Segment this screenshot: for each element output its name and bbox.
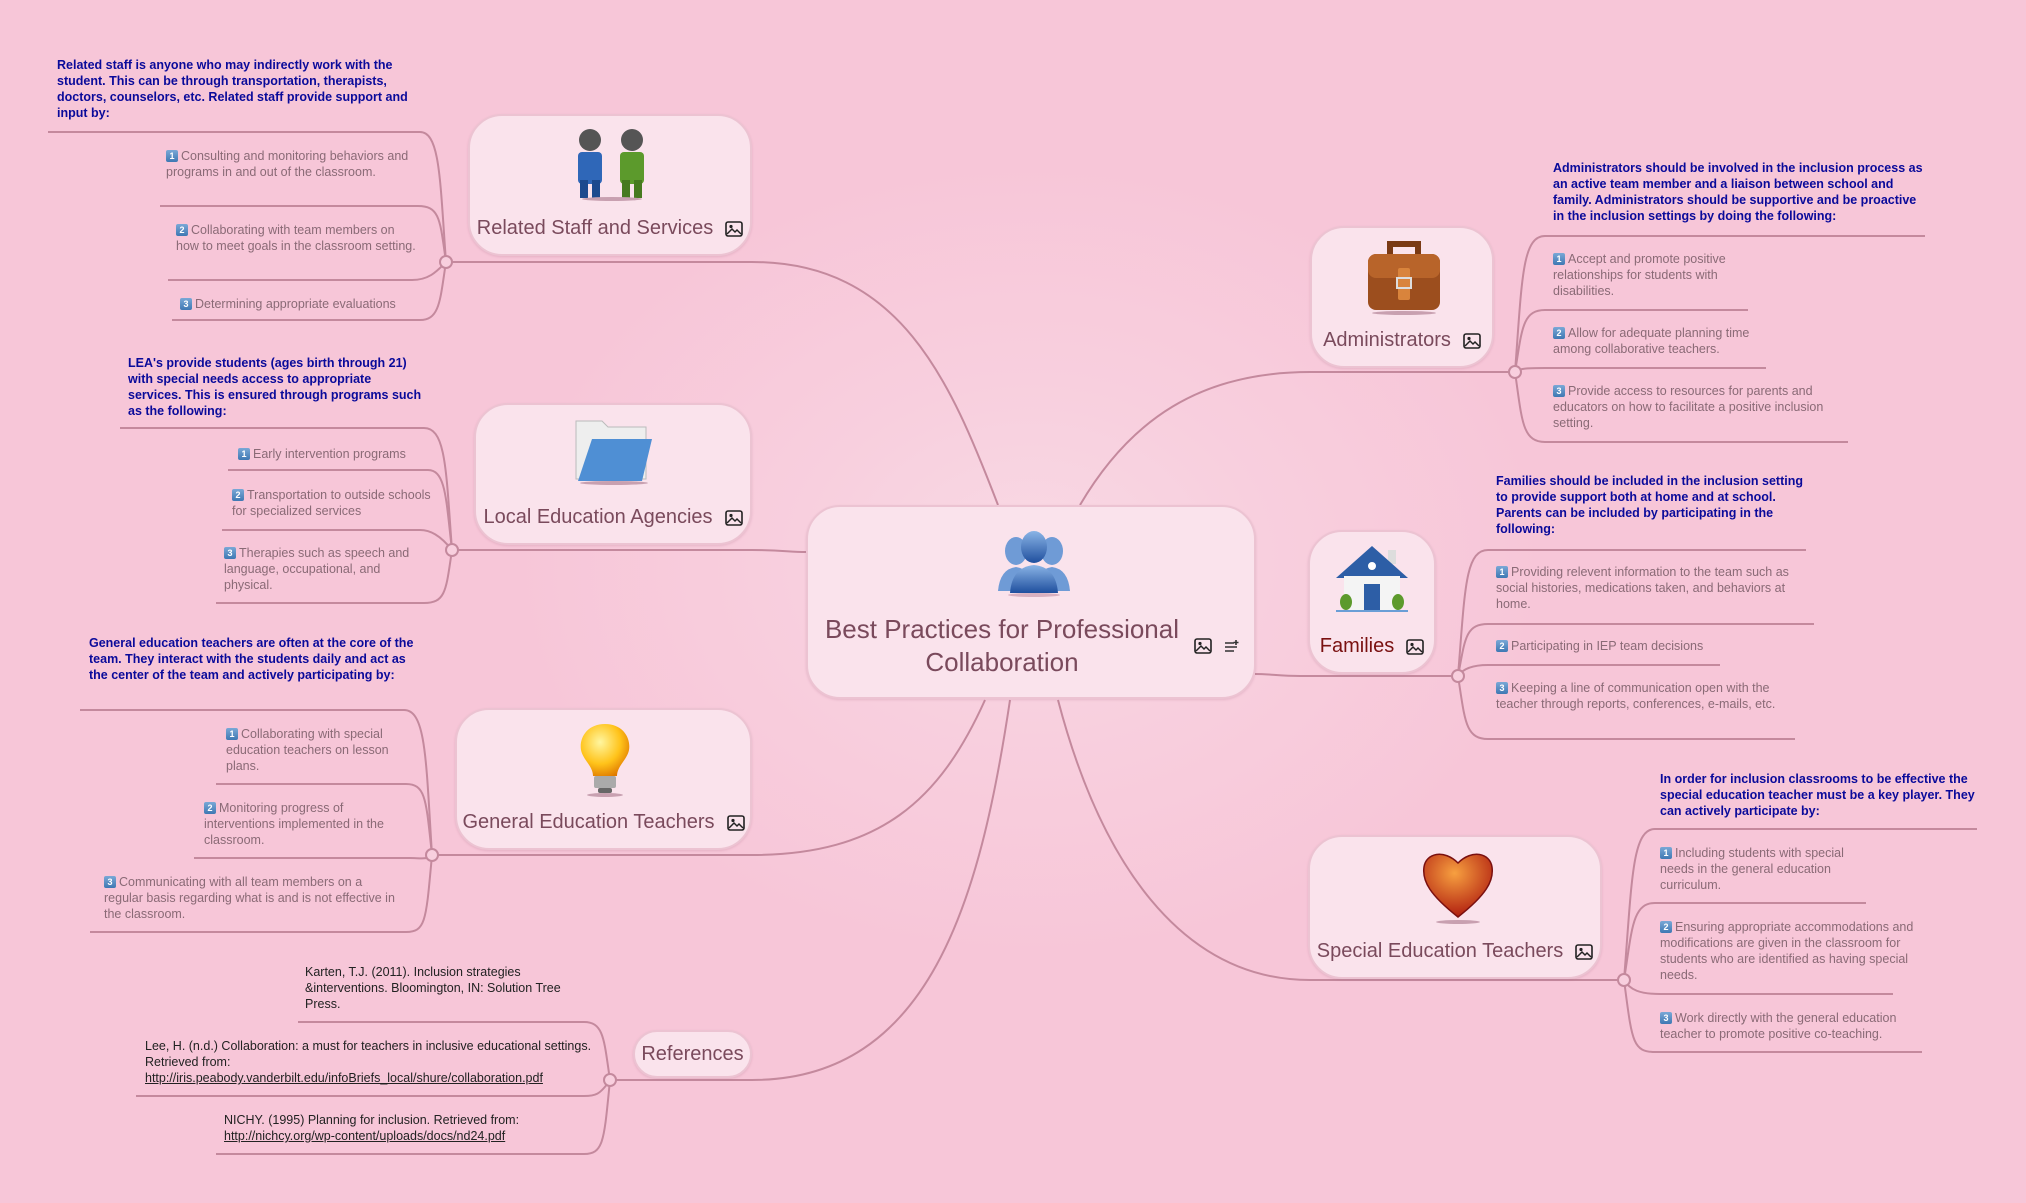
- topic-title: Families: [1319, 635, 1395, 657]
- connector-admin: [1079, 371, 1311, 506]
- folder-icon: [575, 420, 652, 485]
- heart-icon: [1422, 853, 1494, 924]
- topic-title: Related Staff and Services: [476, 217, 714, 239]
- briefcase-icon: [1368, 241, 1440, 315]
- image-icon[interactable]: [1194, 638, 1212, 654]
- related-description: Related staff is anyone who may indirect…: [57, 58, 408, 120]
- connector-related: [751, 261, 999, 506]
- special-description: In order for inclusion classrooms to be …: [1660, 772, 1975, 818]
- families-description: Families should be included in the inclu…: [1496, 474, 1803, 536]
- reference-item: Karten, T.J. (2011). Inclusion strategie…: [305, 965, 561, 1011]
- connector-references: [751, 699, 1011, 1081]
- reference-item: Lee, H. (n.d.) Collaboration: a must for…: [145, 1039, 592, 1085]
- image-icon[interactable]: [1575, 943, 1594, 960]
- topic-title: General Education Teachers: [462, 811, 715, 833]
- hub-admin: [1508, 365, 1522, 379]
- connector-lea: [751, 549, 807, 553]
- connector-general: [751, 699, 986, 856]
- lightbulb-icon: [580, 724, 630, 797]
- topic-families[interactable]: Families: [1308, 530, 1436, 674]
- image-icon[interactable]: [1406, 638, 1425, 655]
- image-icon[interactable]: [726, 814, 745, 831]
- hub-special: [1617, 973, 1631, 987]
- topic-title: Local Education Agencies: [483, 506, 713, 528]
- image-icon[interactable]: [724, 509, 743, 526]
- house-icon: [1336, 546, 1408, 612]
- hub-references: [603, 1073, 617, 1087]
- topic-general-education-teachers[interactable]: General Education Teachers: [455, 708, 752, 850]
- image-icon[interactable]: [1463, 332, 1481, 349]
- admin-description: Administrators should be involved in the…: [1553, 161, 1923, 223]
- topic-title: References: [641, 1042, 744, 1065]
- central-topic[interactable]: Best Practices for Professional Collabor…: [806, 505, 1256, 699]
- hub-lea: [445, 543, 459, 557]
- topic-local-education-agencies[interactable]: Local Education Agencies: [474, 403, 752, 545]
- central-title: Best Practices for Professional Collabor…: [824, 614, 1180, 677]
- connector-families: [1254, 673, 1301, 677]
- topic-references[interactable]: References: [633, 1030, 752, 1078]
- topic-title: Administrators: [1323, 329, 1451, 351]
- two-persons-icon: [578, 129, 644, 201]
- reference-item: NICHY. (1995) Planning for inclusion. Re…: [224, 1113, 520, 1143]
- hub-families: [1451, 669, 1465, 683]
- lea-description: LEA's provide students (ages birth throu…: [128, 356, 422, 418]
- hub-related: [439, 255, 453, 269]
- note-icon[interactable]: [1224, 638, 1240, 654]
- people-group-icon: [998, 531, 1070, 597]
- topic-related-staff[interactable]: Related Staff and Services: [468, 114, 752, 256]
- reference-link[interactable]: http://nichcy.org/wp-content/uploads/doc…: [224, 1129, 506, 1143]
- topic-special-education-teachers[interactable]: Special Education Teachers: [1308, 835, 1602, 979]
- hub-general: [425, 848, 439, 862]
- topic-administrators[interactable]: Administrators: [1310, 226, 1494, 368]
- general-description: General education teachers are often at …: [89, 636, 414, 682]
- topic-title: Special Education Teachers: [1316, 940, 1564, 962]
- connector-special: [1057, 699, 1311, 981]
- image-icon[interactable]: [725, 220, 744, 237]
- reference-link[interactable]: http://iris.peabody.vanderbilt.edu/infoB…: [145, 1071, 543, 1085]
